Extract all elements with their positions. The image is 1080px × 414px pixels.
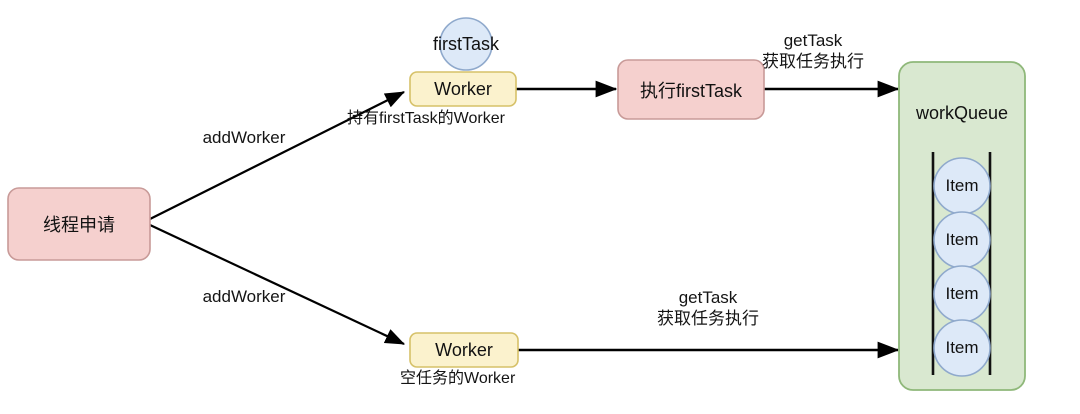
edge-add-worker-bottom: [149, 224, 405, 345]
queue-item-circle[interactable]: [933, 157, 991, 215]
edge-label-get-task-top-line1: getTask: [783, 31, 843, 50]
edge-label-add-worker-top: addWorker: [202, 128, 286, 147]
queue-item-circle[interactable]: [933, 319, 991, 377]
edge-label-get-task-top-line2: 获取任务执行: [762, 52, 864, 71]
node-first-task-circle[interactable]: [439, 17, 493, 71]
edge-label-worker-top-caption: 持有firstTask的Worker: [347, 110, 505, 127]
edge-label-get-task-bottom-line1: getTask: [678, 288, 738, 307]
queue-item-circle[interactable]: [933, 211, 991, 269]
queue-item-circle[interactable]: [933, 265, 991, 323]
node-thread-request[interactable]: [7, 187, 151, 261]
edge-label-add-worker-bottom: addWorker: [202, 287, 286, 306]
edge-label-worker-bottom-caption: 空任务的Worker: [400, 370, 516, 387]
node-worker-top[interactable]: [409, 71, 517, 107]
node-worker-bottom[interactable]: [409, 332, 519, 368]
edge-add-worker-top: [149, 91, 405, 220]
node-execute-first-task[interactable]: [617, 59, 765, 120]
edge-label-get-task-bottom-line2: 获取任务执行: [657, 309, 759, 328]
